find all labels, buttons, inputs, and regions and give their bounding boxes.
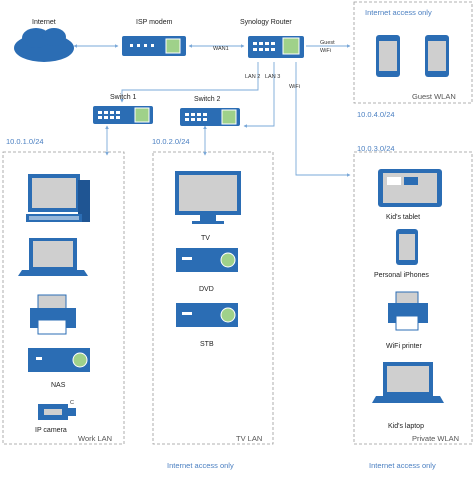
dvd-label: DVD (199, 286, 214, 293)
iphone-icon (396, 229, 418, 265)
guest-access-note: Internet access only (365, 8, 432, 17)
lan3-label: LAN 3 (265, 74, 280, 80)
router-icon (248, 36, 304, 58)
subnet-tv: 10.0.2.0/24 (152, 137, 190, 146)
cloud-icon (14, 28, 74, 62)
internet-label: Internet (32, 19, 56, 26)
tv-lan-box (152, 151, 274, 445)
switch1-label: Switch 1 (110, 94, 137, 101)
personal-iphones-label: Personal iPhones (374, 272, 429, 279)
tablet-icon (378, 169, 442, 207)
tv-lan-label: TV LAN (236, 434, 262, 443)
desktop-computer-icon (26, 174, 90, 222)
router-private-link (295, 62, 351, 177)
wan1-label: WAN1 (213, 46, 229, 52)
isp-modem-label: ISP modem (136, 19, 173, 26)
subnet-work: 10.0.1.0/24 (6, 137, 44, 146)
wifi-printer-label: WiFi printer (386, 343, 422, 350)
kids-tablet-label: Kid's tablet (386, 214, 420, 221)
laptop-icon (372, 362, 444, 403)
laptop-icon (18, 238, 88, 276)
router-label: Synology Router (240, 19, 292, 26)
tv-access-note: Internet access only (167, 461, 234, 470)
subnet-guest: 10.0.4.0/24 (357, 110, 395, 119)
stb-icon (176, 303, 238, 327)
tv-label: TV (201, 235, 210, 242)
wifi-printer-icon (388, 291, 428, 331)
switch1-icon (93, 106, 153, 124)
ip-camera-label: IP camera (35, 427, 67, 434)
switch2-label: Switch 2 (194, 96, 221, 103)
router-switch2-link (243, 62, 275, 128)
lan2-label: LAN 2 (245, 74, 260, 80)
work-lan-label: Work LAN (78, 434, 112, 443)
switch2-icon (180, 108, 240, 126)
tv-icon (175, 171, 241, 224)
camera-c-label: C (70, 400, 74, 406)
nas-label: NAS (51, 382, 66, 389)
guest-wifi-line-1: Guest (320, 40, 335, 46)
router-switch1-link (120, 62, 259, 103)
guest-phone-icon (425, 35, 449, 77)
kids-laptop-label: Kid's laptop (388, 423, 424, 430)
guest-wlan-label: Guest WLAN (412, 92, 456, 101)
guest-wifi-label: Guest WiFi (320, 40, 336, 54)
subnet-private: 10.0.3.0/24 (357, 144, 395, 153)
private-access-note: Internet access only (369, 461, 436, 470)
isp-modem-icon (122, 36, 186, 56)
dvd-player-icon (176, 248, 238, 272)
guest-wlan-box (353, 1, 473, 104)
wifi-label: WiFi (289, 84, 300, 90)
printer-icon (30, 294, 76, 335)
nas-icon (28, 348, 90, 372)
private-wlan-label: Private WLAN (412, 434, 459, 443)
guest-wifi-line-2: WiFi (320, 48, 331, 54)
guest-phone-icon (376, 35, 400, 77)
stb-label: STB (200, 341, 214, 348)
work-lan-box (2, 151, 125, 445)
ip-camera-icon (38, 404, 76, 420)
